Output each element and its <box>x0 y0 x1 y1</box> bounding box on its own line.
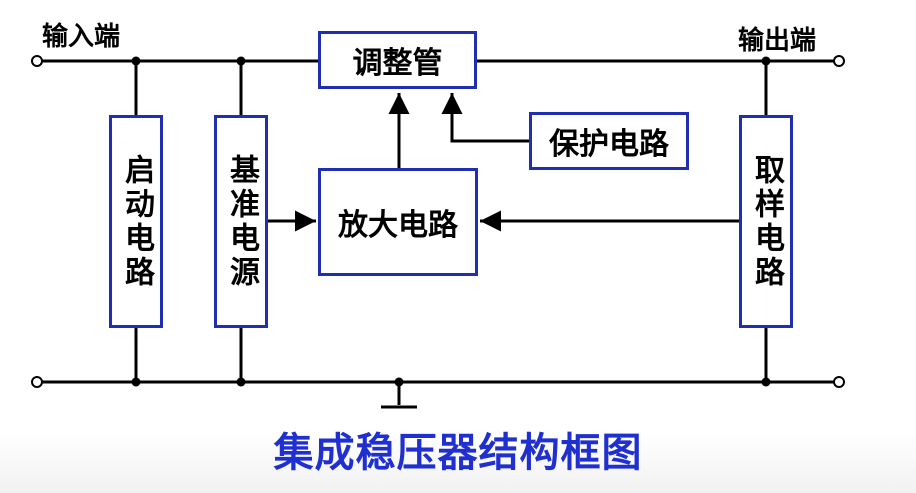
reference-source-label: 基准电源 <box>224 153 259 290</box>
sampling-circuit-label: 取样电路 <box>749 153 784 290</box>
junction-dot <box>236 56 246 66</box>
startup-circuit-box: 启动电路 <box>109 115 163 328</box>
adjust-tube-box: 调整管 <box>318 31 477 89</box>
output-terminal-bottom <box>833 376 845 388</box>
junction-dot <box>131 377 141 387</box>
adjust-tube-label: 调整管 <box>352 46 443 81</box>
junction-dot <box>761 377 771 387</box>
input-terminal-bottom <box>31 376 43 388</box>
sampling-circuit-box: 取样电路 <box>739 115 793 328</box>
reference-source-box: 基准电源 <box>214 115 268 328</box>
protection-circuit-label: 保护电路 <box>549 127 669 162</box>
junction-dot <box>761 56 771 66</box>
protection-to-adjust-arrow <box>441 93 529 143</box>
protection-circuit-box: 保护电路 <box>529 112 689 170</box>
amplifier-circuit-label: 放大电路 <box>338 208 458 243</box>
input-terminal-top <box>31 55 43 67</box>
diagram-caption: 集成稳压器结构框图 <box>273 430 643 476</box>
output-terminal-label: 输出端 <box>738 26 817 56</box>
input-terminal-label: 输入端 <box>42 22 121 52</box>
startup-circuit-label: 启动电路 <box>119 153 154 290</box>
output-terminal-top <box>833 55 845 67</box>
junction-dot <box>236 377 246 387</box>
junction-dot <box>131 56 141 66</box>
amplifier-circuit-box: 放大电路 <box>318 168 478 276</box>
